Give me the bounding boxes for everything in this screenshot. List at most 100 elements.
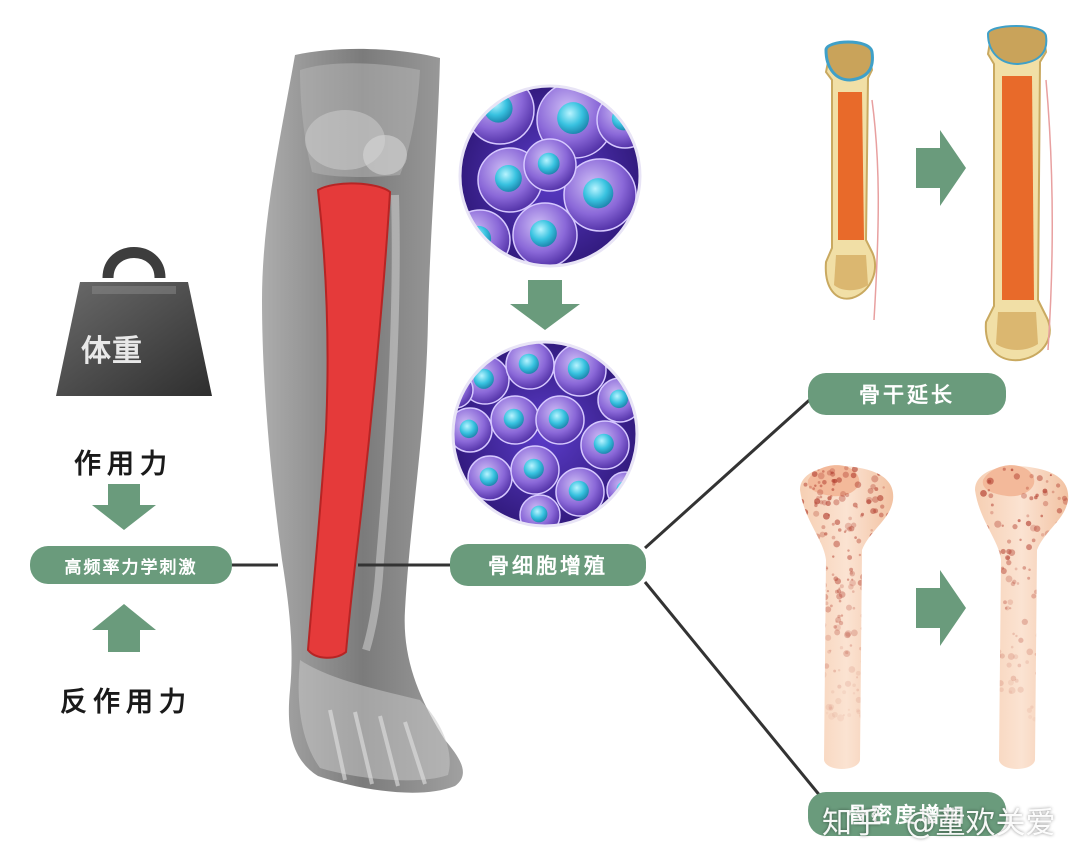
bone-pore bbox=[1040, 514, 1044, 518]
bone-pore bbox=[825, 703, 833, 711]
bone-pore bbox=[849, 567, 854, 572]
cell-nucleus bbox=[494, 164, 522, 192]
bone-pore bbox=[983, 653, 986, 656]
bone-pore bbox=[1064, 709, 1069, 714]
bone-pore bbox=[1066, 663, 1069, 666]
bone-pore bbox=[880, 553, 887, 560]
bone-pore bbox=[860, 659, 866, 664]
bone-pore bbox=[814, 501, 817, 505]
bone-pore bbox=[831, 573, 835, 576]
bone-pore bbox=[821, 525, 826, 530]
bone-pore bbox=[807, 550, 813, 557]
cell-nucleus bbox=[484, 94, 513, 123]
bone-pore bbox=[1049, 474, 1052, 477]
bone-pore bbox=[825, 567, 828, 570]
bone-pore bbox=[881, 632, 885, 636]
bone-pore bbox=[987, 637, 991, 641]
cell-nucleus bbox=[548, 408, 569, 429]
bone-pore bbox=[975, 710, 979, 717]
bone-pore bbox=[1037, 650, 1041, 654]
bone-pore bbox=[847, 708, 850, 711]
bone-pore bbox=[821, 499, 828, 506]
bone-pore bbox=[844, 522, 852, 530]
bone-pore bbox=[876, 685, 881, 690]
bone-pore bbox=[856, 709, 861, 715]
bone-pore bbox=[801, 688, 808, 695]
bone-pore bbox=[829, 468, 836, 474]
bone-pore bbox=[863, 693, 870, 700]
bone-pore bbox=[1015, 634, 1018, 638]
bone-pore bbox=[880, 504, 885, 509]
bone-pore bbox=[837, 714, 845, 722]
bone-pore bbox=[1022, 566, 1027, 570]
bone-pore bbox=[1001, 524, 1004, 527]
bone-pore bbox=[829, 604, 833, 608]
bone-pore bbox=[819, 495, 823, 499]
cell-nucleus bbox=[568, 480, 589, 501]
arrow-down-action-icon bbox=[92, 484, 156, 530]
bone-pore bbox=[879, 579, 885, 584]
bone-pore bbox=[894, 541, 896, 543]
bone-pore bbox=[804, 709, 812, 717]
bone-pore bbox=[1012, 579, 1017, 584]
bone-pore bbox=[817, 472, 825, 480]
bone-pore bbox=[808, 485, 812, 489]
bone-pore bbox=[838, 494, 846, 502]
bone-pore bbox=[1017, 686, 1024, 693]
bone-pore bbox=[844, 680, 852, 687]
bone-pore bbox=[1007, 679, 1014, 686]
bone-pore bbox=[810, 669, 815, 673]
arrow-right-density-icon bbox=[916, 570, 966, 646]
bone-pore bbox=[1065, 665, 1069, 672]
bone-pore bbox=[887, 523, 892, 528]
bone-pore bbox=[872, 708, 880, 715]
bone-pore bbox=[1041, 533, 1045, 537]
bone-pore bbox=[1043, 548, 1048, 553]
bone-pore bbox=[1045, 563, 1053, 571]
bone-pore bbox=[820, 582, 824, 586]
bone-pore bbox=[836, 477, 842, 483]
bone-pore bbox=[1031, 538, 1036, 543]
bone-pore bbox=[875, 544, 880, 549]
bone-pore bbox=[1000, 548, 1006, 554]
bone-pore bbox=[868, 675, 874, 682]
bone-pore bbox=[866, 499, 872, 505]
bone-pore bbox=[834, 629, 841, 636]
bone-pore bbox=[975, 568, 979, 576]
bone-pore bbox=[978, 716, 984, 721]
bone-pore bbox=[822, 557, 826, 561]
bone-pore bbox=[800, 705, 802, 710]
bone-pore bbox=[801, 535, 808, 542]
bone-pore bbox=[980, 490, 987, 497]
bone-pore bbox=[852, 683, 856, 688]
bone-pore bbox=[1059, 602, 1065, 609]
bone-pore bbox=[801, 681, 805, 684]
bone-pore bbox=[1062, 589, 1067, 594]
cell-nucleus bbox=[479, 467, 499, 487]
bone-pore bbox=[851, 522, 857, 528]
bone-pore bbox=[1056, 533, 1064, 541]
bone-pore bbox=[814, 498, 821, 505]
bone-pore bbox=[1042, 588, 1049, 595]
elongation-node: 骨干延长 bbox=[808, 373, 1006, 415]
bone-pore bbox=[1012, 632, 1015, 636]
bone-pore bbox=[819, 671, 827, 679]
bone-pore bbox=[832, 555, 835, 558]
bone-pore bbox=[1014, 678, 1019, 683]
bone-pore bbox=[990, 511, 994, 515]
bone-pore bbox=[1053, 672, 1056, 676]
bone-pore bbox=[824, 606, 832, 613]
bone-pore bbox=[858, 712, 864, 717]
bone-pore bbox=[855, 670, 861, 676]
bone-pore bbox=[810, 540, 814, 544]
bone-pore bbox=[1030, 705, 1034, 709]
bone-pore bbox=[810, 615, 817, 621]
stimulus-node: 高频率力学刺激 bbox=[30, 546, 232, 584]
cell-nucleus bbox=[529, 219, 557, 247]
arrow-down-cells-icon bbox=[510, 280, 580, 330]
bone-pore bbox=[850, 629, 858, 637]
bone-pore bbox=[834, 624, 841, 631]
bone-pore bbox=[855, 505, 859, 509]
bone-pore bbox=[1026, 648, 1034, 656]
bone-pore bbox=[1064, 659, 1069, 666]
